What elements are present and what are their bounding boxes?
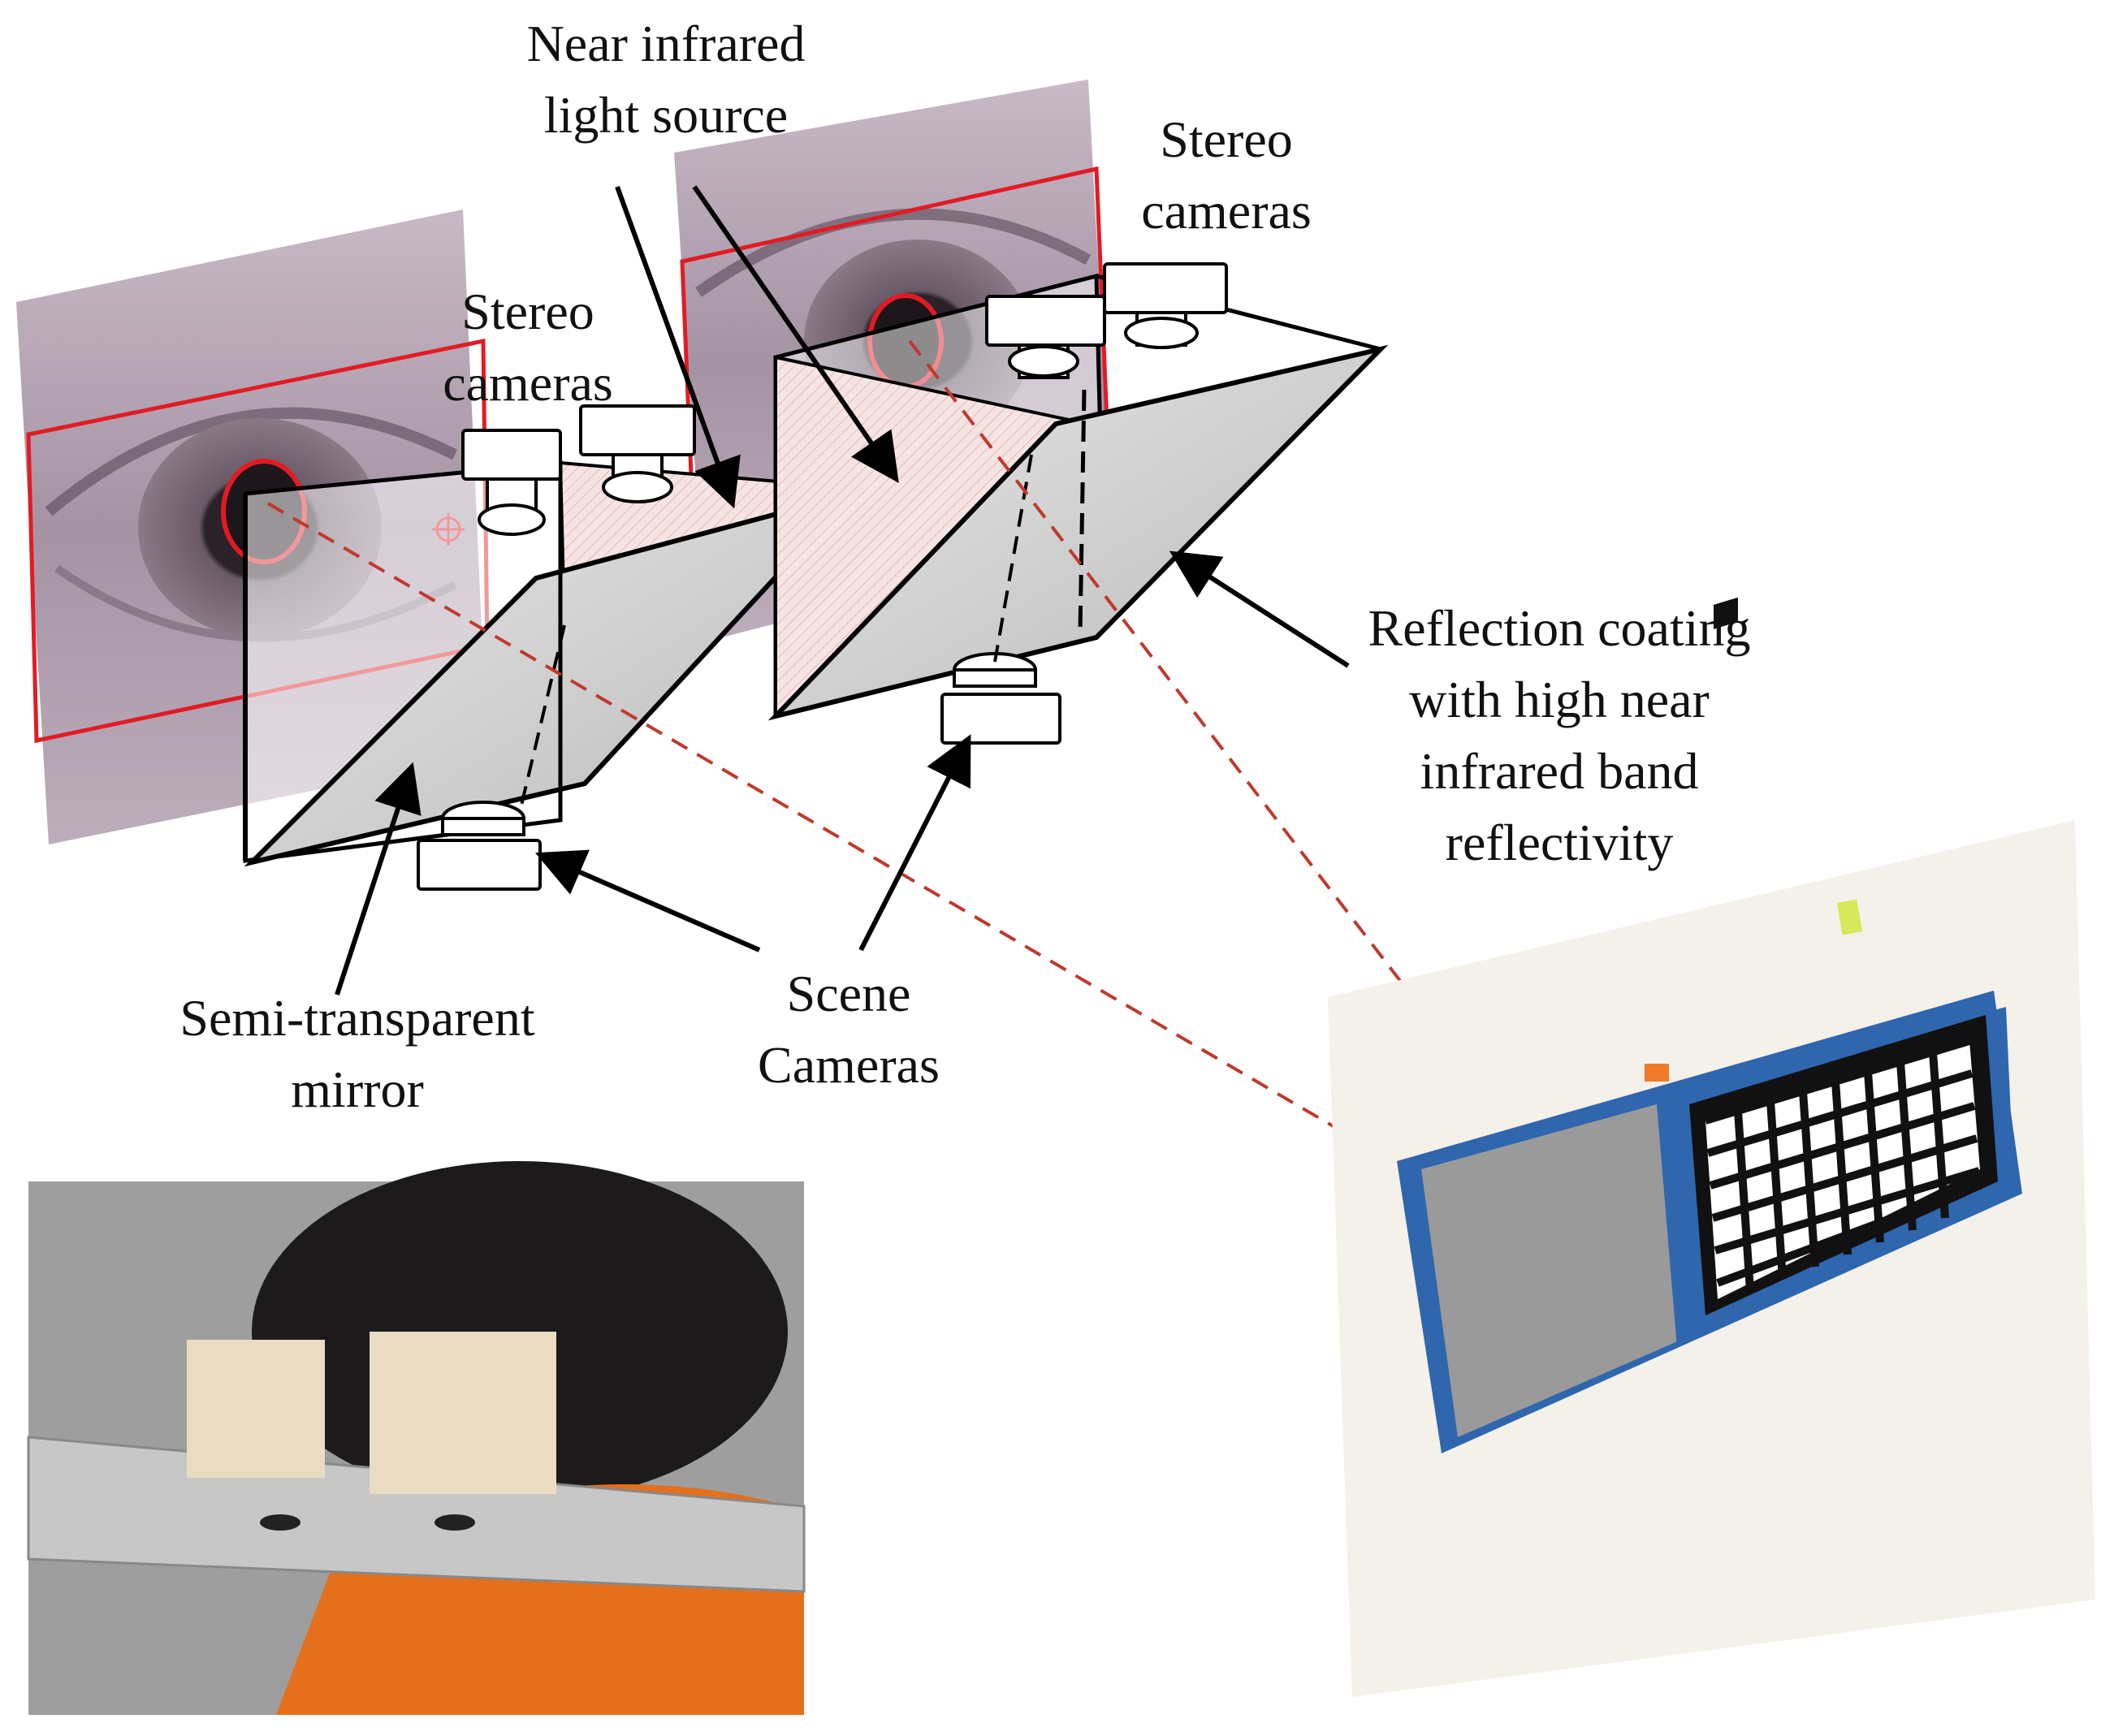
label-nir-light-source: Near infrared light source xyxy=(526,15,806,144)
label-scene-cameras: Scene Cameras xyxy=(758,965,940,1094)
label-semi-transparent-mirror: Semi-transparent mirror xyxy=(179,989,535,1118)
camera-block-icon xyxy=(985,295,1106,379)
device-photo xyxy=(27,1161,806,1715)
camera-block-icon xyxy=(940,652,1061,745)
camera-block-icon xyxy=(579,404,696,503)
label-reflection-coating: Reflection coating with high near infrar… xyxy=(1368,599,1751,871)
left-eye-module xyxy=(243,460,861,867)
label-stereo-cameras-left: Stereo cameras xyxy=(443,283,613,412)
label-stereo-cameras-right: Stereo cameras xyxy=(1141,110,1312,240)
right-semi-transparent-mirror xyxy=(767,344,1389,721)
checkerboard-pattern xyxy=(1704,597,1982,1299)
camera-block-icon xyxy=(1103,262,1228,349)
calibration-board-photo xyxy=(1328,597,2095,1697)
arrow-pointer-icon xyxy=(335,185,1350,995)
camera-block-icon xyxy=(461,429,562,536)
